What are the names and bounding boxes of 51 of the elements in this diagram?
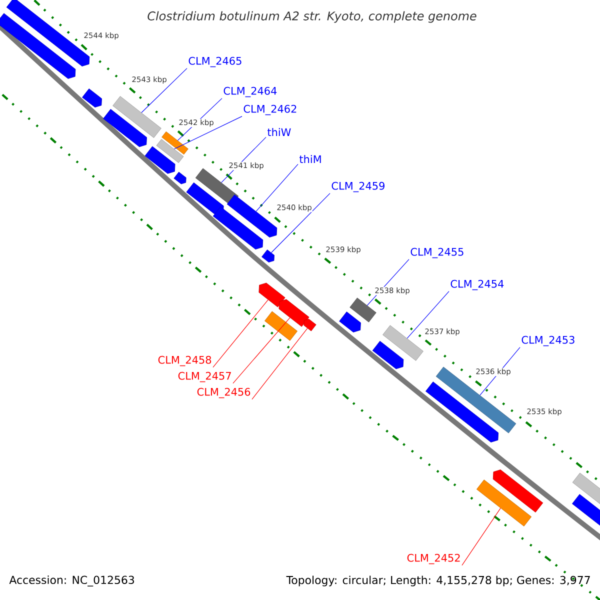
gene-feature [112, 96, 162, 138]
gene-feature [0, 13, 76, 79]
leader-line [406, 291, 450, 339]
gene-label: CLM_2458 [158, 356, 212, 366]
gene-label: CLM_2456 [197, 388, 250, 398]
title: Clostridium botulinum A2 str. Kyoto, complete genome [148, 11, 476, 23]
gene-label: CLM_2454 [450, 280, 504, 290]
gene-feature [264, 311, 298, 341]
gene-feature [426, 382, 499, 442]
gene-label: thiW [267, 128, 291, 136]
accession-text: Accession: NC_012563 [9, 576, 134, 586]
gene-feature [476, 480, 532, 526]
gene-label: thiM [299, 155, 321, 163]
genome-info-text: Topology: circular; Length: 4,155,278 bp; Genes: 3,977 [286, 576, 590, 586]
gene-feature [262, 250, 274, 262]
gene-label: CLM_2459 [332, 182, 384, 192]
gene-feature [258, 282, 286, 308]
gene-label: CLM_2465 [188, 56, 242, 68]
leader-line [271, 193, 330, 253]
gene-feature [572, 494, 600, 526]
gene-feature [212, 206, 264, 250]
gene-feature [195, 168, 239, 206]
gene-feature [144, 146, 176, 174]
gene-feature [186, 182, 224, 216]
leader-line [174, 116, 242, 150]
gene-feature [339, 312, 361, 332]
gene-label: CLM_2455 [410, 248, 464, 258]
gene-feature [174, 172, 186, 184]
gene-feature [372, 340, 404, 370]
leader-line [462, 508, 501, 566]
gene-feature [350, 298, 376, 322]
gene-feature [278, 299, 310, 327]
gene-label: CLM_2457 [178, 372, 231, 382]
gene-label: CLM_2462 [244, 104, 296, 116]
gene-feature [156, 139, 184, 163]
gene-feature [436, 366, 516, 434]
gene-label: CLM_2464 [224, 86, 277, 98]
leader-line [232, 317, 290, 384]
gene-feature [103, 108, 147, 148]
gene-feature [304, 318, 316, 332]
gene-feature [382, 325, 424, 361]
gene-feature [82, 88, 102, 108]
gene-feature [226, 194, 278, 238]
gene-label: CLM_2453 [522, 336, 574, 346]
gene-label: CLM_2452 [407, 554, 460, 564]
leader-line [212, 300, 268, 368]
gene-feature [492, 470, 544, 512]
leader-line [252, 328, 308, 400]
leader-line [141, 68, 188, 113]
leader-line [256, 164, 298, 212]
gene-feature [162, 131, 188, 155]
